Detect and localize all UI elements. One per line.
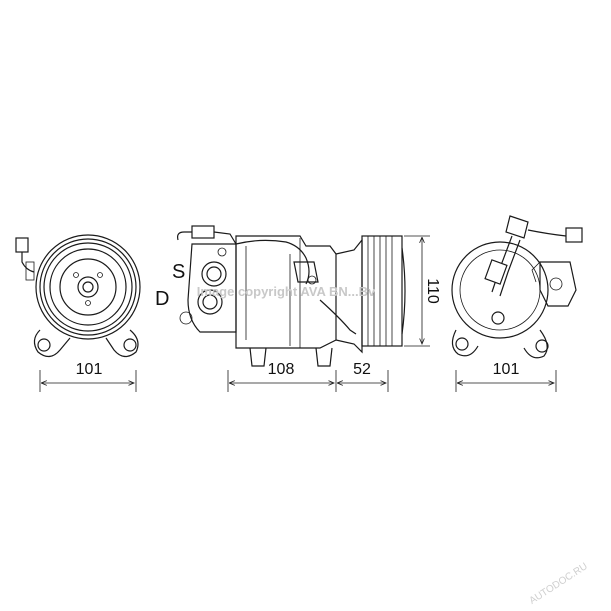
rear-control-valve-port (549, 277, 563, 291)
pulley-face (401, 247, 406, 335)
dim-height-label: 110 (424, 278, 441, 304)
front-bolt-3 (85, 300, 91, 306)
side-port-block (187, 243, 237, 333)
discharge-port (197, 289, 223, 315)
rear-valve-stem-2 (499, 239, 521, 297)
rear-view (451, 215, 583, 359)
side-valve-cap (307, 275, 317, 285)
dim-pulley-label: 52 (353, 361, 371, 378)
front-bolt-1 (73, 272, 79, 278)
rear-top-connector (505, 215, 529, 239)
front-pulley-outer (35, 234, 141, 340)
side-hose-lower (319, 299, 357, 335)
discharge-port-inner (202, 294, 218, 310)
side-bottom-mount-1 (249, 347, 267, 367)
rear-valve-body (484, 259, 508, 285)
rear-housing-inner (459, 249, 541, 331)
suction-label: S (172, 261, 185, 283)
front-mount-hole-right (123, 338, 137, 352)
dimension-side-lengths: 108 52 (227, 361, 389, 392)
rear-mount-ear-right (523, 329, 548, 359)
front-pulley-ring-1 (39, 238, 137, 336)
front-pulley-ring-2 (43, 242, 133, 332)
watermark-text: Image copyright AVA BN...Bv (197, 284, 376, 299)
side-wire-top-left (177, 231, 194, 241)
dimension-front-width: 101 (39, 361, 137, 392)
front-hub (77, 276, 99, 298)
front-mount-ear-left (33, 329, 71, 358)
front-view (15, 234, 141, 358)
side-view (177, 225, 406, 367)
rear-mount-hole-left (455, 337, 469, 351)
front-mount-hole-left (37, 338, 51, 352)
dimension-rear-width: 101 (455, 361, 557, 392)
rear-housing (451, 241, 549, 339)
rear-wire (527, 229, 567, 237)
dim-rear-label: 101 (493, 361, 520, 378)
front-connector (15, 237, 29, 253)
dimension-height: 110 (404, 235, 441, 347)
side-connector-lead (213, 231, 237, 245)
front-shaft (82, 281, 94, 293)
rear-control-valve-lead (531, 261, 541, 283)
suction-port-inner (206, 266, 222, 282)
rear-mount-hole-right (535, 339, 549, 353)
rear-center-bolt (491, 311, 505, 325)
front-pulley-ring-3 (49, 248, 127, 326)
suction-port (201, 261, 227, 287)
corner-watermark: AUTODOC.RU (528, 561, 590, 607)
side-top-connector (191, 225, 215, 239)
rear-control-valve (539, 261, 577, 307)
dim-front-label: 101 (76, 361, 103, 378)
side-mount-hole (179, 311, 193, 325)
front-bolt-2 (97, 272, 103, 278)
side-valve (293, 261, 319, 283)
rear-mount-ear-left (451, 329, 479, 357)
side-pulley (361, 235, 403, 347)
side-bolt-top (217, 247, 227, 257)
front-clutch-plate (59, 258, 117, 316)
front-mount-ear-right (105, 329, 139, 358)
front-connector-body (25, 261, 35, 281)
side-harness (235, 239, 310, 285)
discharge-label: D (155, 288, 169, 310)
dim-body-label: 108 (268, 361, 295, 378)
side-bottom-mount-2 (315, 347, 333, 367)
rear-side-connector (565, 227, 583, 243)
